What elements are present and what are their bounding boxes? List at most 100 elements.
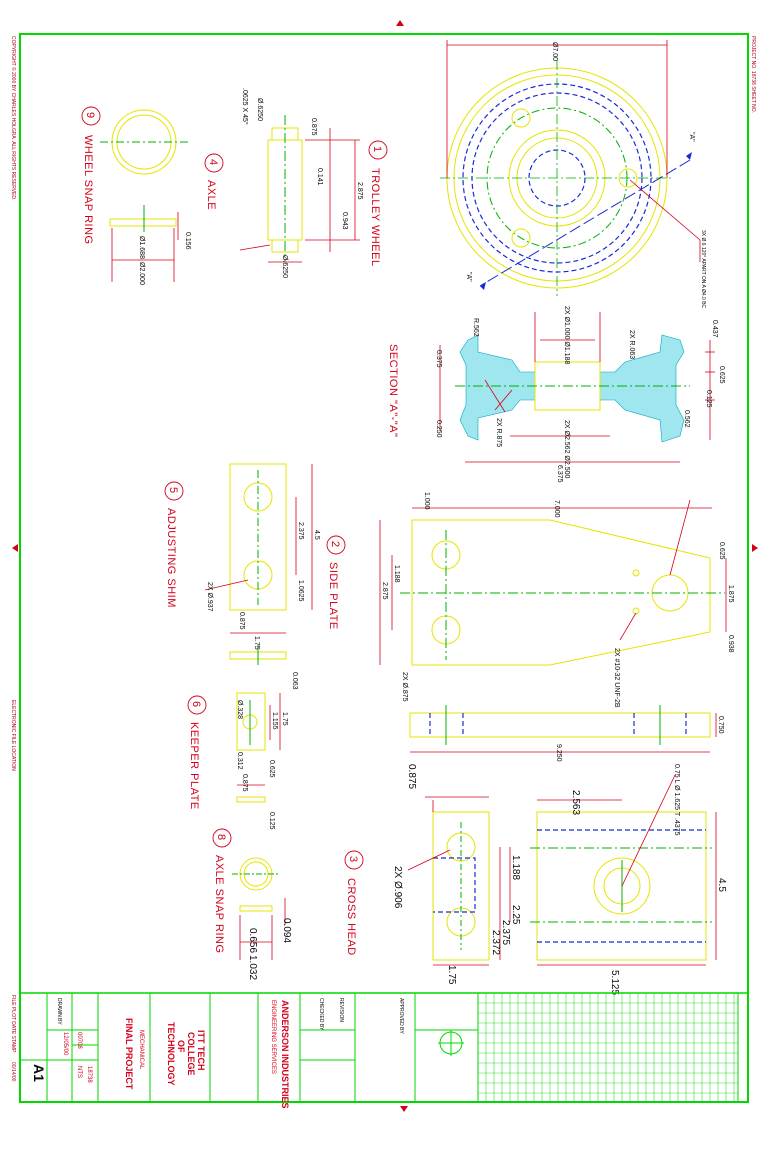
view-9-title: WHEEL SNAP RING bbox=[82, 135, 94, 245]
view-6-label: 6 KEEPER PLATE bbox=[187, 695, 207, 810]
sec-dim-3: 0.125 bbox=[705, 390, 712, 408]
section-title: SECTION "A"-"A" bbox=[387, 344, 399, 437]
view-4-number: 4 bbox=[207, 159, 219, 165]
kp-dim-1: Ø.328 bbox=[236, 700, 243, 719]
tb-firm-sub: ENGINEERING SERVICES bbox=[270, 1000, 276, 1074]
ch-dim-5: 1.188 bbox=[510, 855, 521, 880]
view-3-title: CROSS HEAD bbox=[345, 878, 357, 956]
tb-school-1: ITT TECH bbox=[196, 1030, 206, 1071]
view-4-title: AXLE bbox=[205, 180, 217, 210]
tb-school-2: COLLEGE bbox=[186, 1032, 196, 1076]
sh-dim-5: 0.875 bbox=[238, 612, 245, 630]
sp-dim-2: 1.000 bbox=[423, 492, 430, 510]
kp-dim-4: 0.625 bbox=[268, 760, 275, 778]
file-plot-text: FILE PLOT DATE STAMP bbox=[10, 995, 16, 1053]
sp-dim-10: 0.750 bbox=[717, 716, 724, 734]
as-dim-3: 1.032 bbox=[247, 955, 258, 980]
ch-dim-7: 2.375 bbox=[500, 920, 511, 945]
view-9-label: 9 WHEEL SNAP RING bbox=[81, 106, 101, 245]
view-1-number: 1 bbox=[371, 146, 383, 152]
ch-dim-2: 2.563 bbox=[570, 790, 581, 815]
bolt-circle-dim: 3X Ø.6 120° APART ON A Ø4.0 BC bbox=[700, 230, 706, 309]
electronic-file-text: ELECTRONIC FILE LOCATION bbox=[10, 700, 16, 771]
cross-head-view bbox=[407, 774, 717, 966]
axle-dim-4: 0.141 bbox=[316, 168, 323, 186]
revision-grid bbox=[478, 993, 738, 1102]
view-1-title: TROLLEY WHEEL bbox=[369, 168, 381, 267]
kp-dim-2: 1.75 bbox=[281, 712, 288, 726]
tb-course: FINAL PROJECT bbox=[124, 1018, 134, 1090]
wheel-dia-dim: Ø7.00 bbox=[551, 42, 558, 61]
sh-dim-2: 2.375 bbox=[297, 522, 304, 540]
sp-dim-5: 0.938 bbox=[727, 635, 734, 653]
view-6-number: 6 bbox=[190, 701, 202, 707]
sec-dim-10: R.562 bbox=[472, 318, 479, 337]
axle-dim-3: 2.875 bbox=[356, 182, 363, 200]
axle-dim-6: Ø.6250 bbox=[281, 255, 288, 278]
axle-view bbox=[239, 115, 360, 263]
sh-dim-4: 2X Ø.937 bbox=[206, 582, 213, 612]
view-6-title: KEEPER PLATE bbox=[188, 722, 200, 810]
tb-school-3: OF bbox=[176, 1040, 186, 1053]
tb-firm: ANDERSON INDUSTRIES bbox=[280, 1000, 290, 1109]
view-2-number: 2 bbox=[329, 541, 341, 547]
view-3-label: 3 CROSS HEAD bbox=[344, 850, 364, 956]
plot-date-text: 00/14/00 bbox=[10, 1062, 16, 1082]
ch-dim-9: 4.5 bbox=[716, 878, 727, 892]
trolley-wheel-view bbox=[440, 40, 701, 296]
tb-job: 00708 bbox=[76, 1032, 82, 1049]
copyright-text: COPYRIGHT © 2000 BY CHARLES HOLGRA. ALL … bbox=[10, 36, 17, 200]
view-5-number: 5 bbox=[167, 487, 179, 493]
as-dim-2: 0.656 bbox=[247, 928, 258, 953]
ch-dim-6: 2.25 bbox=[510, 905, 521, 925]
sp-dim-9: 1.188 bbox=[393, 565, 400, 583]
title-block bbox=[20, 992, 748, 1102]
sec-dim-7: 6.375 bbox=[556, 465, 563, 483]
kp-dim-7: 0.125 bbox=[268, 812, 275, 830]
as-dim-1: 0.094 bbox=[281, 918, 292, 943]
axle-dim-7: Ø.6250 bbox=[256, 98, 263, 121]
ch-dim-10: 5.125 bbox=[609, 970, 620, 995]
sh-dim-7: 1.75 bbox=[253, 636, 260, 650]
tb-revision: REVISION bbox=[338, 998, 344, 1022]
tb-drawn: DRAWN BY bbox=[56, 998, 62, 1025]
sh-dim-1: 4.5 bbox=[313, 530, 320, 540]
view-4-label: 4 AXLE bbox=[204, 153, 224, 210]
tb-dwg: 18738 bbox=[86, 1066, 92, 1083]
view-9-number: 9 bbox=[84, 112, 96, 118]
sec-dim-2: 0.625 bbox=[718, 366, 725, 384]
ws-dim-2: Ø1.688 bbox=[138, 236, 145, 259]
view-2-title: SIDE PLATE bbox=[327, 562, 339, 630]
sh-dim-6: 0.063 bbox=[291, 672, 298, 690]
adjusting-shim-view bbox=[204, 463, 313, 665]
project-no-text: PROJECT NO. 18738 SHEET NO. bbox=[750, 36, 756, 113]
sheet-border bbox=[19, 33, 749, 1103]
ch-dim-8: 2.372 bbox=[490, 930, 501, 955]
view-5-label: 5 ADJUSTING SHIM bbox=[164, 481, 184, 608]
sec-dim-6: 0.375 bbox=[435, 350, 442, 368]
sh-dim-3: 1.0625 bbox=[297, 580, 304, 602]
sec-dim-5: 0.250 bbox=[435, 420, 442, 438]
tb-approved: APPROVED BY bbox=[398, 998, 404, 1035]
sec-dim-9: 2X R.875 bbox=[495, 418, 502, 447]
ch-dim-3: 0.75 L Ø 1.625 T .4375 bbox=[673, 764, 680, 836]
wheel-snap-ring-view bbox=[100, 109, 190, 282]
section-a-a-view bbox=[439, 312, 715, 463]
sec-dim-11: 2X Ø1.000 Ø1.188 bbox=[563, 306, 570, 364]
ch-dim-4: 2X Ø.906 bbox=[392, 866, 403, 909]
view-2-label: 2 SIDE PLATE bbox=[326, 535, 346, 630]
registration-marks bbox=[12, 20, 758, 1112]
ws-dim-3: Ø2.000 bbox=[138, 262, 145, 285]
view-8-label: 8 AXLE SNAP RING bbox=[212, 828, 232, 954]
kp-dim-5: 0.312 bbox=[236, 752, 243, 770]
side-plate-view bbox=[379, 499, 727, 753]
sec-dim-8: 2X R.063 bbox=[628, 330, 635, 359]
keeper-plate-view bbox=[236, 692, 281, 803]
view-8-number: 8 bbox=[215, 834, 227, 840]
tb-scale: NTS bbox=[76, 1066, 82, 1078]
kp-dim-3: 1.155 bbox=[271, 712, 278, 730]
ws-dim-1: 0.156 bbox=[184, 232, 191, 250]
tb-checked: CHECKED BY bbox=[318, 998, 324, 1031]
sec-dim-4: 0.562 bbox=[683, 410, 690, 428]
